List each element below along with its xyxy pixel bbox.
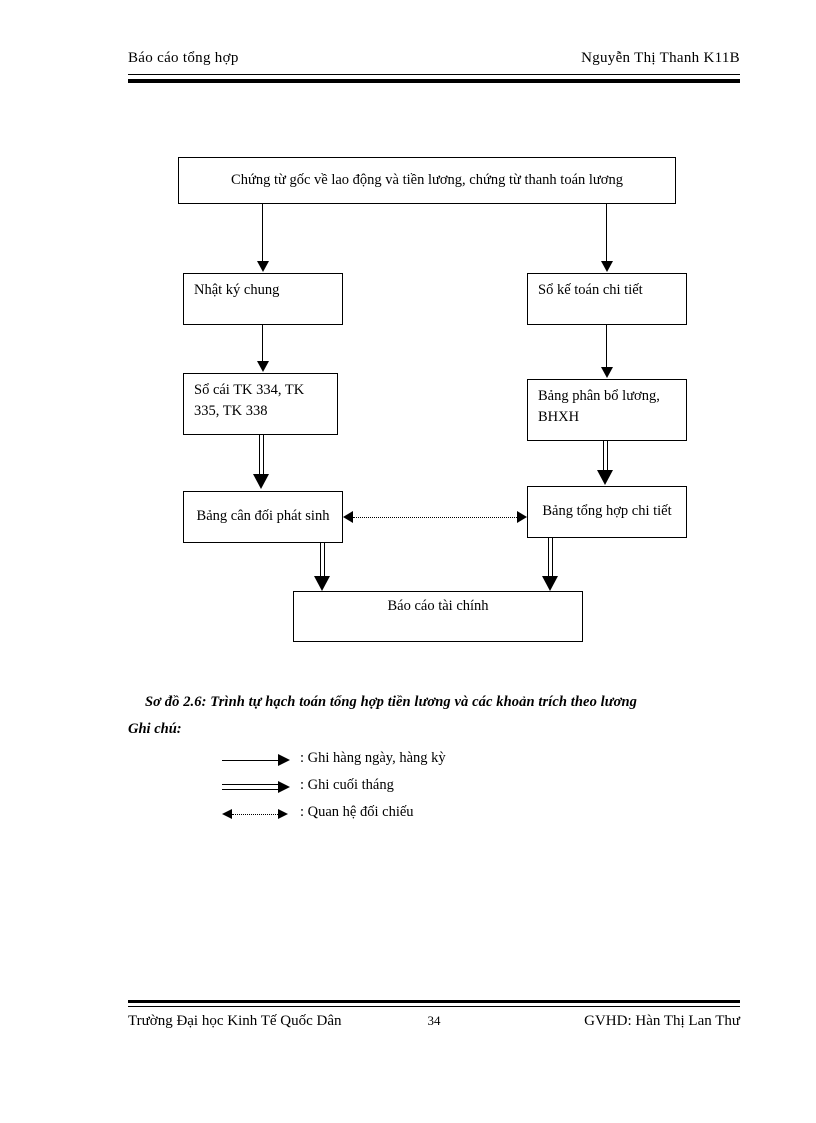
arrowhead-trial-balance-to-financial-report <box>314 576 330 591</box>
node-general-ledger[interactable]: Sổ cái TK 334, TK 335, TK 338 <box>183 373 338 435</box>
node-general-journal[interactable]: Nhật ký chung <box>183 273 343 325</box>
page-header: Báo cáo tổng hợp Nguyễn Thị Thanh K11B <box>128 50 740 67</box>
legend-item-monthly: : Ghi cuối tháng <box>222 775 642 802</box>
node-detail-summary-label: Bảng tổng hợp chi tiết <box>542 503 672 520</box>
legend-heading: Ghi chú: <box>128 721 182 737</box>
node-detail-ledger[interactable]: Sổ kế toán chi tiết <box>527 273 687 325</box>
connector-trial-balance-to-financial-report <box>320 543 325 579</box>
arrowhead-source-to-general-journal <box>257 261 269 272</box>
node-detail-summary[interactable]: Bảng tổng hợp chi tiết <box>527 486 687 538</box>
header-right-text: Nguyễn Thị Thanh K11B <box>581 50 740 66</box>
arrowhead-detail-ledger-to-allocation-table <box>601 367 613 378</box>
connector-detail-ledger-to-allocation-table <box>606 325 607 369</box>
node-allocation-table[interactable]: Bảng phân bổ lương, BHXH <box>527 379 687 441</box>
arrowhead-reconciliation-right <box>517 511 527 523</box>
node-allocation-table-label: Bảng phân bổ lương, BHXH <box>538 388 660 426</box>
footer-rule-thin <box>128 1006 740 1007</box>
single-arrow-icon <box>222 748 294 775</box>
header-left-text: Báo cáo tổng hợp <box>128 50 239 66</box>
node-trial-balance[interactable]: Bảng cân đối phát sinh <box>183 491 343 543</box>
connector-reconciliation-dotted <box>353 517 517 518</box>
node-financial-report[interactable]: Báo cáo tài chính <box>293 591 583 642</box>
legend-item-daily-label: : Ghi hàng ngày, hàng kỳ <box>300 750 446 766</box>
connector-source-to-detail-ledger <box>606 204 607 262</box>
diagram-caption: Sơ đồ 2.6: Trình tự hạch toán tổng hợp t… <box>145 694 637 710</box>
legend: : Ghi hàng ngày, hàng kỳ : Ghi cuối thán… <box>222 748 642 829</box>
legend-item-monthly-label: : Ghi cuối tháng <box>300 777 394 793</box>
arrowhead-allocation-table-to-detail-summary <box>597 470 613 485</box>
arrowhead-detail-summary-to-financial-report <box>542 576 558 591</box>
legend-item-daily: : Ghi hàng ngày, hàng kỳ <box>222 748 642 775</box>
node-general-journal-label: Nhật ký chung <box>194 282 280 298</box>
footer-right-text: GVHD: Hàn Thị Lan Thư <box>584 1013 740 1029</box>
connector-general-ledger-to-trial-balance <box>259 435 264 477</box>
footer-page-number: 34 <box>427 1013 441 1028</box>
connector-allocation-table-to-detail-summary <box>603 441 608 473</box>
footer-left-text: Trường Đại học Kinh Tế Quốc Dân <box>128 1013 342 1029</box>
node-source-documents-label: Chứng từ gốc về lao động và tiền lương, … <box>231 171 623 188</box>
arrowhead-general-ledger-to-trial-balance <box>253 474 269 489</box>
node-general-ledger-label: Sổ cái TK 334, TK 335, TK 338 <box>194 382 305 420</box>
arrowhead-source-to-detail-ledger <box>601 261 613 272</box>
arrowhead-reconciliation-left <box>343 511 353 523</box>
node-detail-ledger-label: Sổ kế toán chi tiết <box>538 282 643 298</box>
header-rule-thin <box>128 74 740 75</box>
connector-general-journal-to-general-ledger <box>262 325 263 363</box>
node-trial-balance-label: Bảng cân đối phát sinh <box>196 508 330 525</box>
connector-source-to-general-journal <box>262 204 263 262</box>
arrowhead-general-journal-to-general-ledger <box>257 361 269 372</box>
double-arrow-icon <box>222 775 294 802</box>
header-rule-thick <box>128 79 740 83</box>
node-financial-report-label: Báo cáo tài chính <box>387 597 489 614</box>
connector-detail-summary-to-financial-report <box>548 538 553 579</box>
node-source-documents[interactable]: Chứng từ gốc về lao động và tiền lương, … <box>178 157 676 204</box>
page-footer: Trường Đại học Kinh Tế Quốc Dân 34 GVHD:… <box>128 1013 740 1030</box>
legend-item-reconciliation-label: : Quan hệ đối chiếu <box>300 804 414 820</box>
legend-item-reconciliation: : Quan hệ đối chiếu <box>222 802 642 829</box>
dotted-bidirectional-arrow-icon <box>222 802 294 829</box>
footer-rule-thick <box>128 1000 740 1003</box>
